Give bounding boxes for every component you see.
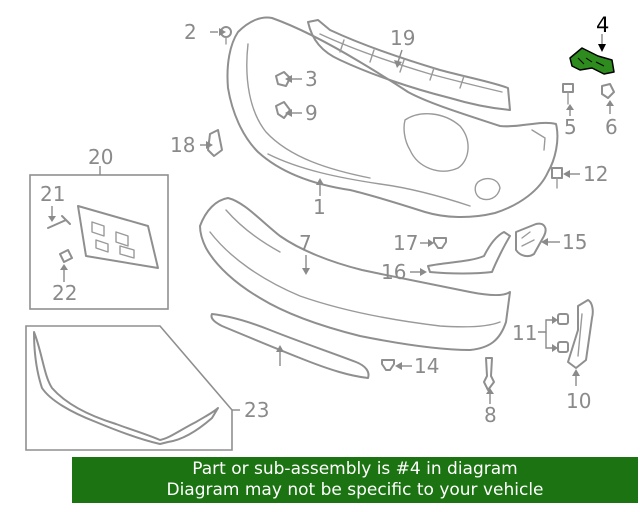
- info-banner: Part or sub-assembly is #4 in diagram Di…: [72, 457, 638, 503]
- callout-14[interactable]: 14: [414, 354, 439, 378]
- deflector-box: [25, 325, 233, 451]
- callout-6[interactable]: 6: [605, 115, 618, 139]
- air-deflector[interactable]: [33, 331, 219, 445]
- callout-5[interactable]: 5: [564, 115, 577, 139]
- callout-2[interactable]: 2: [184, 20, 197, 44]
- callout-1[interactable]: 1: [313, 195, 326, 219]
- energy-absorber-upper[interactable]: [307, 19, 511, 111]
- parts-diagram: 2 3 9 18 19 1 7 17 16 15 14 8 10 11 12 5…: [25, 13, 618, 451]
- highlighted-part-4[interactable]: [569, 47, 615, 75]
- nut-3[interactable]: [275, 71, 291, 87]
- callout-7[interactable]: 7: [299, 231, 312, 255]
- bolt-12[interactable]: [551, 167, 563, 189]
- push-pin-8[interactable]: [483, 357, 495, 391]
- callout-17[interactable]: 17: [393, 231, 418, 255]
- clips-11[interactable]: [557, 313, 569, 353]
- license-plate-bracket[interactable]: [77, 205, 159, 269]
- callout-11[interactable]: 11: [512, 321, 537, 345]
- callout-8[interactable]: 8: [484, 403, 497, 427]
- callout-15[interactable]: 15: [562, 230, 587, 254]
- lower-valance-strip[interactable]: [210, 313, 370, 379]
- bumper-cover-upper[interactable]: [226, 16, 559, 219]
- callout-numbers: 2 3 9 18 19 1 7 17 16 15 14 8 10 11 12 5…: [40, 13, 618, 427]
- callout-3[interactable]: 3: [305, 67, 318, 91]
- nut-22[interactable]: [59, 249, 73, 263]
- lamp-trim-strip[interactable]: [427, 231, 511, 275]
- banner-line-1: Part or sub-assembly is #4 in diagram: [192, 459, 518, 479]
- callout-10[interactable]: 10: [566, 389, 591, 413]
- callout-9[interactable]: 9: [305, 101, 318, 125]
- nut-6[interactable]: [601, 83, 615, 99]
- license-bracket-box: [29, 174, 169, 310]
- callout-23[interactable]: 23: [244, 398, 269, 422]
- clip-17[interactable]: [433, 237, 447, 249]
- clip-14[interactable]: [381, 359, 395, 371]
- leader-lines: [48, 28, 614, 411]
- bracket-18[interactable]: [207, 129, 223, 157]
- bolt-5[interactable]: [562, 83, 574, 105]
- callout-12[interactable]: 12: [583, 162, 608, 186]
- callout-19[interactable]: 19: [390, 26, 415, 50]
- callout-4[interactable]: 4: [596, 13, 609, 37]
- side-bracket[interactable]: [567, 299, 594, 369]
- screw-21[interactable]: [47, 215, 71, 229]
- clip-9[interactable]: [275, 101, 291, 119]
- callout-16[interactable]: 16: [381, 260, 406, 284]
- push-pin-2[interactable]: [220, 26, 232, 45]
- banner-line-2: Diagram may not be specific to your vehi…: [166, 480, 544, 500]
- callout-21[interactable]: 21: [40, 182, 65, 206]
- callout-18[interactable]: 18: [170, 133, 195, 157]
- lower-fascia[interactable]: [199, 197, 511, 351]
- lamp-bracket[interactable]: [515, 222, 547, 258]
- callout-22[interactable]: 22: [52, 281, 77, 305]
- callout-20[interactable]: 20: [88, 145, 113, 169]
